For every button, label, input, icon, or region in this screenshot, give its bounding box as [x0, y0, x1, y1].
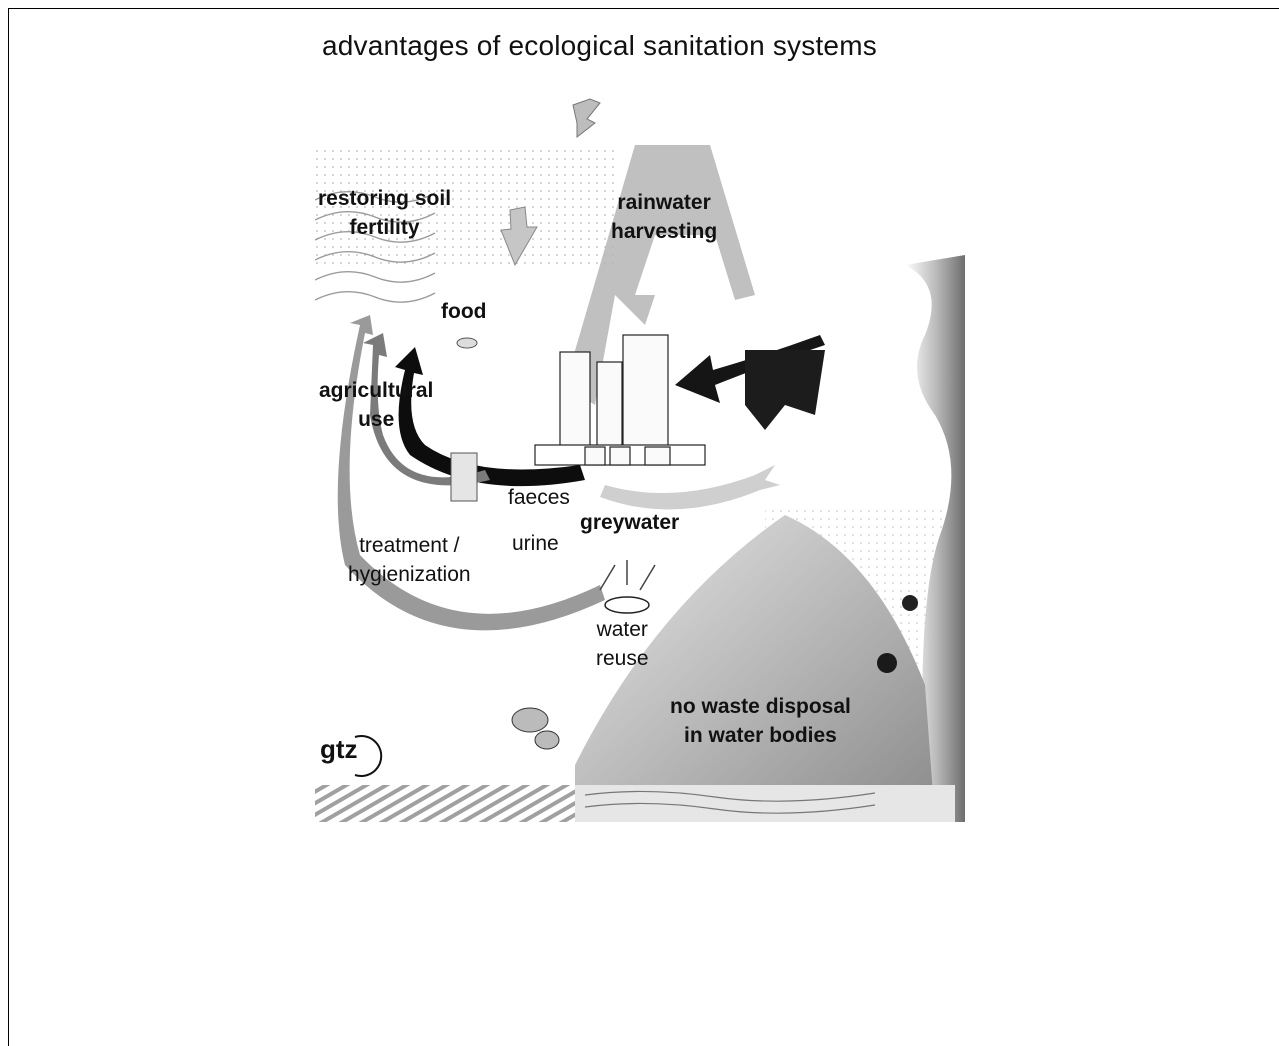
- diagram-title: advantages of ecological sanitation syst…: [322, 30, 877, 62]
- label-treatment: treatment /hygienization: [348, 531, 471, 589]
- ground-stripes: [315, 785, 575, 822]
- label-food: food: [441, 297, 486, 326]
- toilet: [451, 453, 477, 501]
- label-urine: urine: [512, 529, 559, 558]
- person-2: [877, 653, 897, 673]
- label-rainwater: rainwaterharvesting: [611, 188, 717, 246]
- food-bowl: [457, 338, 477, 348]
- label-agricultural: agriculturaluse: [319, 376, 433, 434]
- ecosan-diagram: restoring soilfertility rainwaterharvest…: [315, 85, 965, 822]
- greywater-arrow: [600, 465, 780, 509]
- label-restoring-soil: restoring soilfertility: [318, 184, 451, 242]
- label-greywater: greywater: [580, 508, 679, 537]
- buildings: [535, 335, 705, 465]
- rain-arrow: [573, 99, 600, 137]
- gtz-logo: gtz: [320, 735, 358, 764]
- logo-swoosh: [355, 736, 381, 776]
- bush-1: [512, 708, 548, 732]
- dark-arrow-shape: [745, 350, 825, 430]
- label-no-waste: no waste disposalin water bodies: [670, 692, 851, 750]
- label-faeces: faeces: [508, 483, 570, 512]
- person-1: [902, 595, 918, 611]
- fountain-basin: [605, 597, 649, 613]
- label-water-reuse: waterreuse: [596, 615, 649, 673]
- fountain-spray: [600, 560, 655, 590]
- bush-2: [535, 731, 559, 749]
